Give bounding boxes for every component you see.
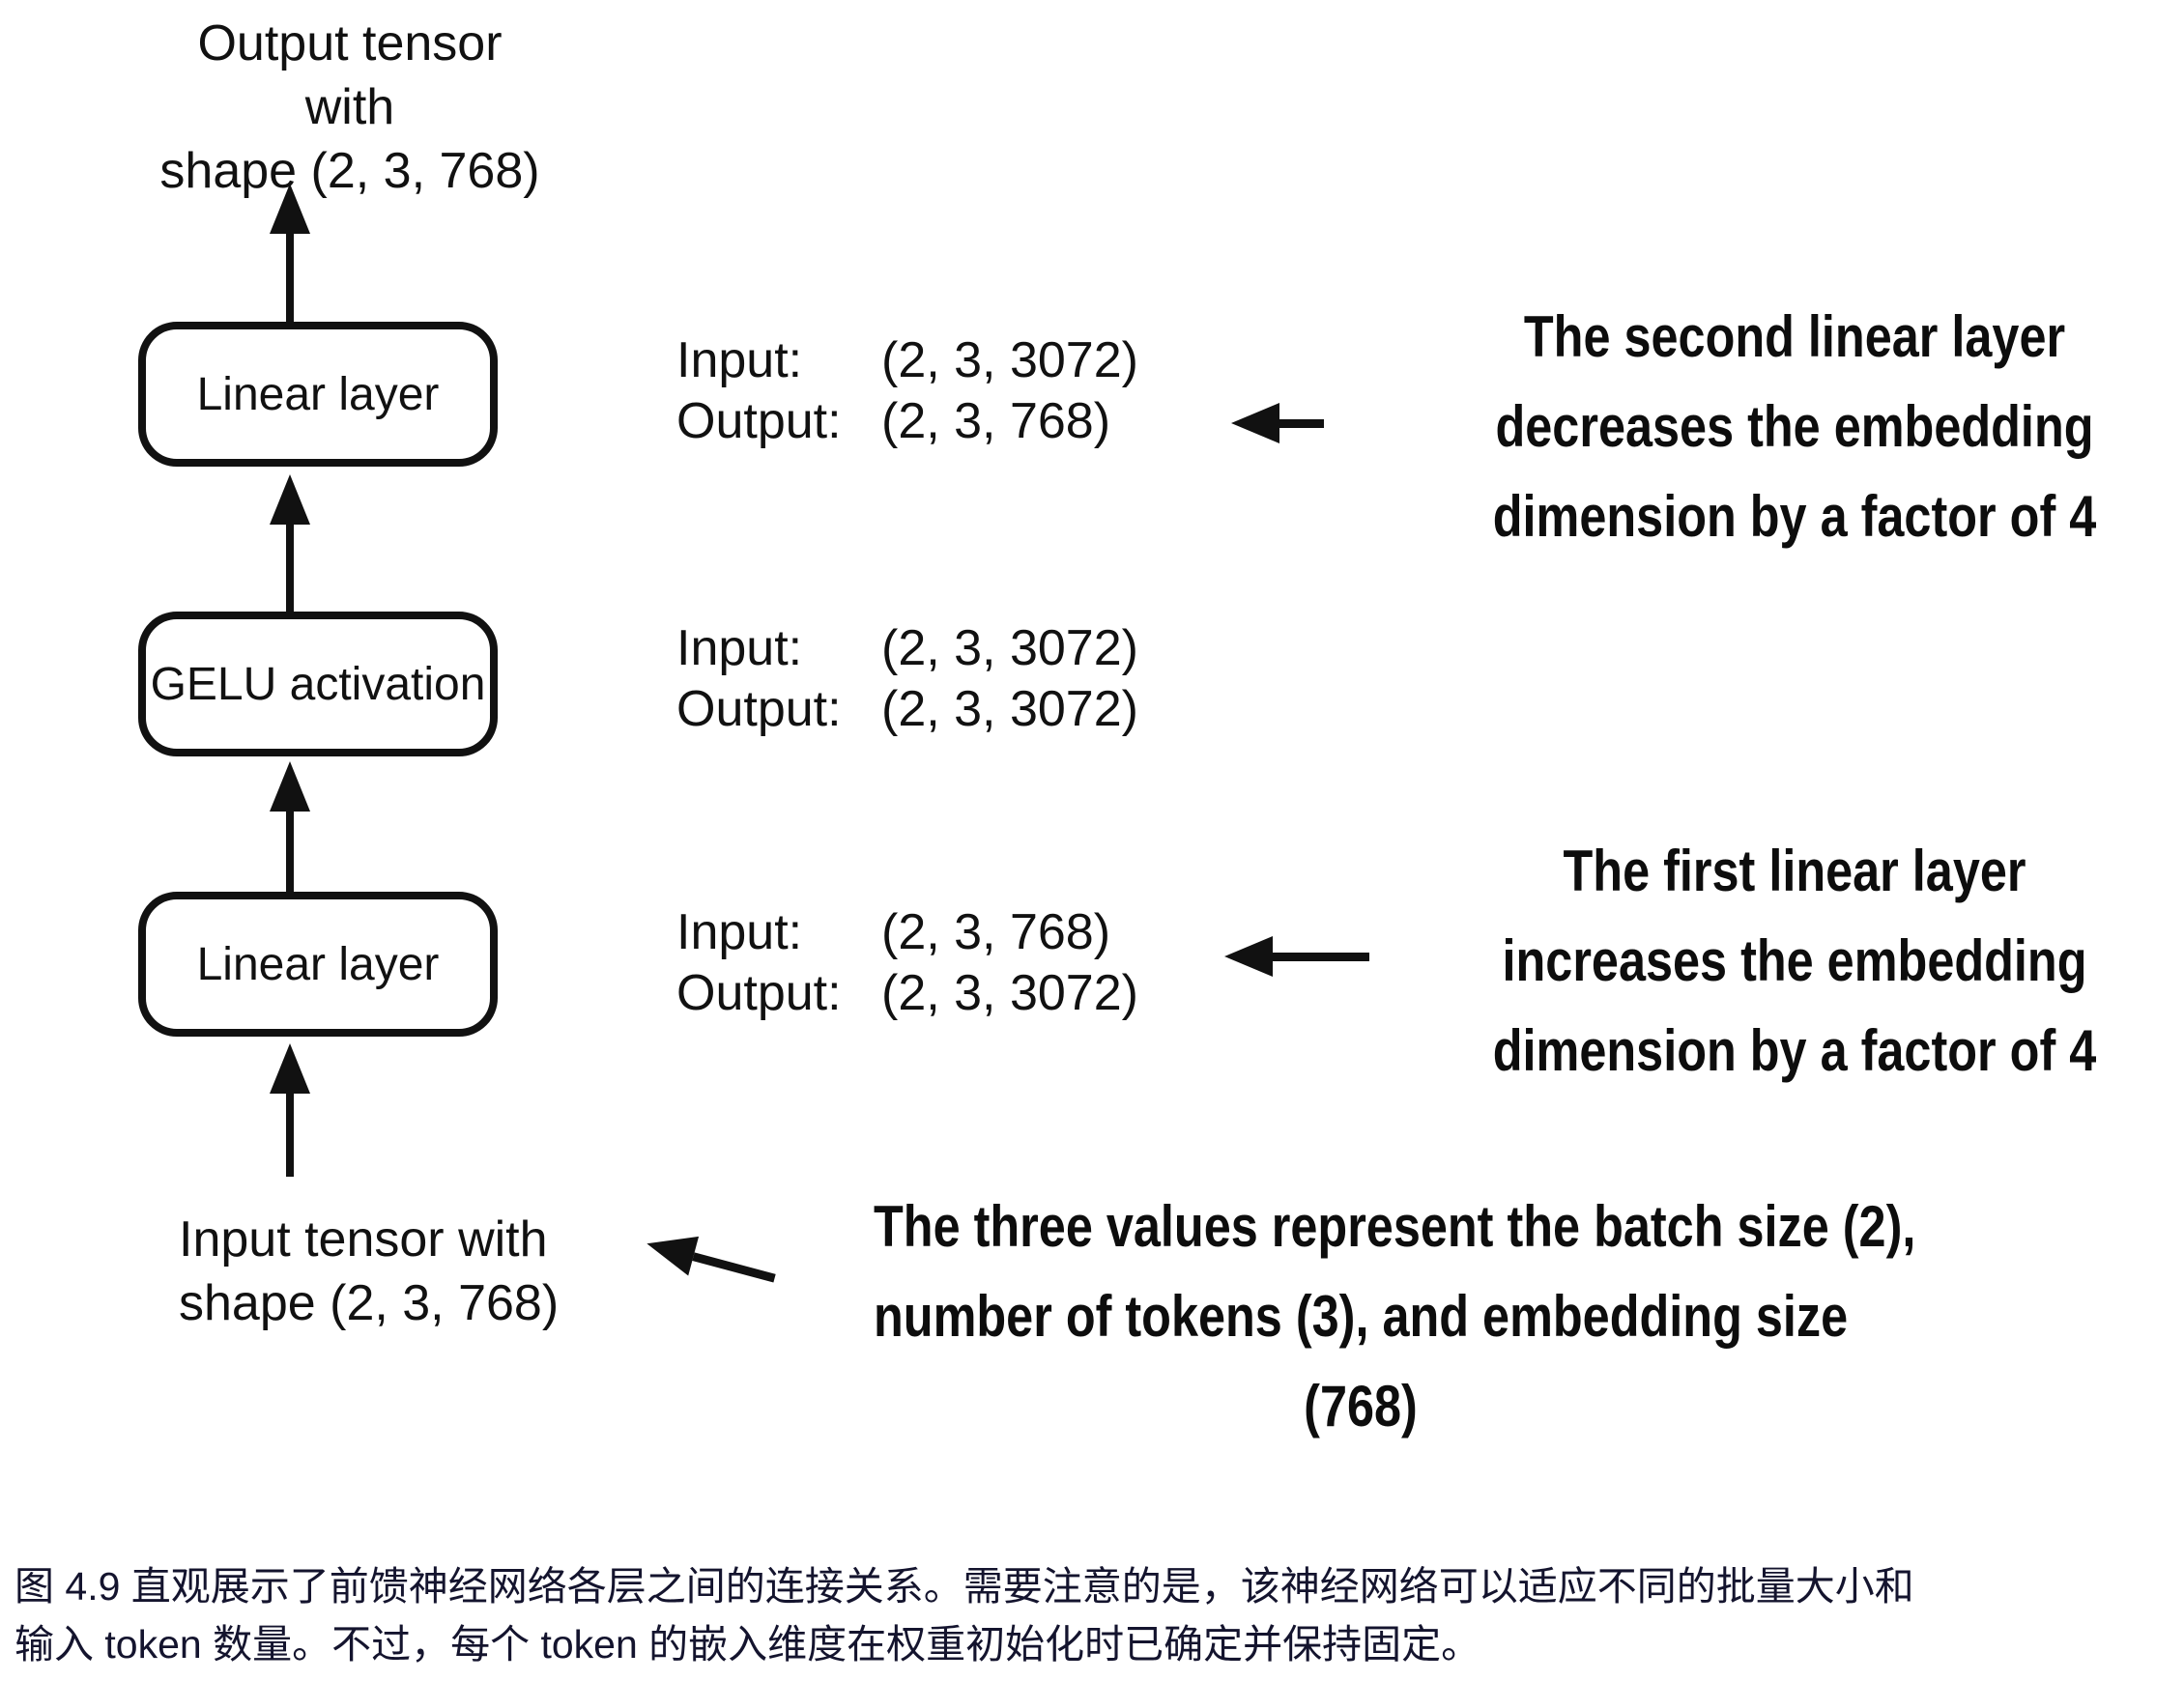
gelu-activation-box: GELU activation	[138, 612, 498, 756]
figure-caption: 图 4.9 直观展示了前馈神经网络各层之间的连接关系。需要注意的是，该神经网络可…	[14, 1557, 2179, 1673]
up-arrow-icon	[269, 1043, 311, 1177]
io-output-label: Output:	[676, 681, 842, 737]
linear-layer-2-box: Linear layer	[138, 322, 498, 467]
io-output-label: Output:	[676, 393, 842, 449]
up-arrow-shaft	[286, 525, 294, 623]
left-arrow-head	[1231, 403, 1279, 443]
annotation-line: dimension by a factor of 4	[1492, 1018, 2097, 1083]
left-arrow-icon	[1224, 935, 1369, 978]
io-block-gelu: Input: (2, 3, 3072) Output: (2, 3, 3072)	[676, 618, 1138, 740]
io-input-row: Input: (2, 3, 3072)	[676, 618, 1138, 679]
figure-caption-line2: 输入 token 数量。不过，每个 token 的嵌入维度在权重初始化时已确定并…	[14, 1622, 1481, 1667]
up-arrow-shaft	[286, 234, 294, 322]
io-block-second-linear: Input: (2, 3, 3072) Output: (2, 3, 768)	[676, 330, 1138, 452]
io-block-first-linear: Input: (2, 3, 768) Output: (2, 3, 3072)	[676, 902, 1138, 1024]
up-arrow-icon	[269, 761, 311, 892]
annotation-first-linear: The first linear layer increases the emb…	[1470, 826, 2119, 1096]
down-left-arrow-shaft	[692, 1251, 776, 1283]
io-input-value: (2, 3, 3072)	[881, 332, 1138, 388]
down-left-arrow-head	[641, 1223, 700, 1276]
linear-layer-1-label: Linear layer	[196, 938, 440, 990]
up-arrow-head	[270, 184, 310, 234]
io-output-row: Output: (2, 3, 3072)	[676, 963, 1138, 1024]
annotation-tensor-shape: The three values represent the batch siz…	[874, 1182, 1916, 1451]
io-input-label: Input:	[676, 904, 803, 960]
gelu-activation-label: GELU activation	[150, 658, 486, 710]
up-arrow-icon	[269, 184, 311, 322]
output-tensor-label-line2: shape (2, 3, 768)	[159, 143, 540, 199]
left-arrow-head	[1224, 936, 1273, 977]
io-output-row: Output: (2, 3, 768)	[676, 391, 1138, 452]
input-tensor-label: Input tensor with shape (2, 3, 768)	[179, 1208, 604, 1335]
down-left-arrow-icon	[641, 1223, 781, 1298]
io-output-value: (2, 3, 768)	[881, 393, 1111, 449]
io-input-row: Input: (2, 3, 768)	[676, 902, 1138, 963]
annotation-line: The second linear layer	[1523, 304, 2066, 369]
left-arrow-shaft	[1273, 952, 1369, 961]
io-input-value: (2, 3, 3072)	[881, 620, 1138, 676]
figure-caption-line1: 图 4.9 直观展示了前馈神经网络各层之间的连接关系。需要注意的是，该神经网络可…	[14, 1564, 1914, 1609]
output-tensor-label: Output tensor with shape (2, 3, 768)	[147, 12, 553, 203]
input-tensor-label-line1: Input tensor with	[179, 1211, 548, 1268]
up-arrow-head	[270, 761, 310, 812]
up-arrow-shaft	[286, 1094, 294, 1177]
up-arrow-head	[270, 1043, 310, 1094]
io-input-value: (2, 3, 768)	[881, 904, 1111, 960]
io-input-row: Input: (2, 3, 3072)	[676, 330, 1138, 391]
up-arrow-icon	[269, 474, 311, 623]
io-output-label: Output:	[676, 965, 842, 1021]
io-input-label: Input:	[676, 620, 803, 676]
up-arrow-head	[270, 474, 310, 525]
io-input-label: Input:	[676, 332, 803, 388]
annotation-line: dimension by a factor of 4	[1492, 484, 2097, 549]
annotation-line: The three values represent the batch siz…	[874, 1194, 1916, 1259]
left-arrow-icon	[1231, 402, 1324, 444]
annotation-second-linear: The second linear layer decreases the em…	[1470, 292, 2119, 561]
io-output-row: Output: (2, 3, 3072)	[676, 679, 1138, 740]
annotation-line: decreases the embedding	[1495, 394, 2094, 459]
io-output-value: (2, 3, 3072)	[881, 965, 1138, 1021]
io-output-value: (2, 3, 3072)	[881, 681, 1138, 737]
input-tensor-label-line2: shape (2, 3, 768)	[179, 1275, 560, 1331]
left-arrow-shaft	[1279, 418, 1324, 428]
output-tensor-label-line1: Output tensor with	[197, 15, 503, 135]
annotation-line: (768)	[1304, 1374, 1418, 1439]
up-arrow-shaft	[286, 812, 294, 892]
annotation-line: increases the embedding	[1502, 928, 2087, 993]
annotation-line: The first linear layer	[1563, 839, 2026, 903]
annotation-line: number of tokens (3), and embedding size	[874, 1284, 1849, 1349]
linear-layer-1-box: Linear layer	[138, 892, 498, 1037]
linear-layer-2-label: Linear layer	[196, 368, 440, 420]
